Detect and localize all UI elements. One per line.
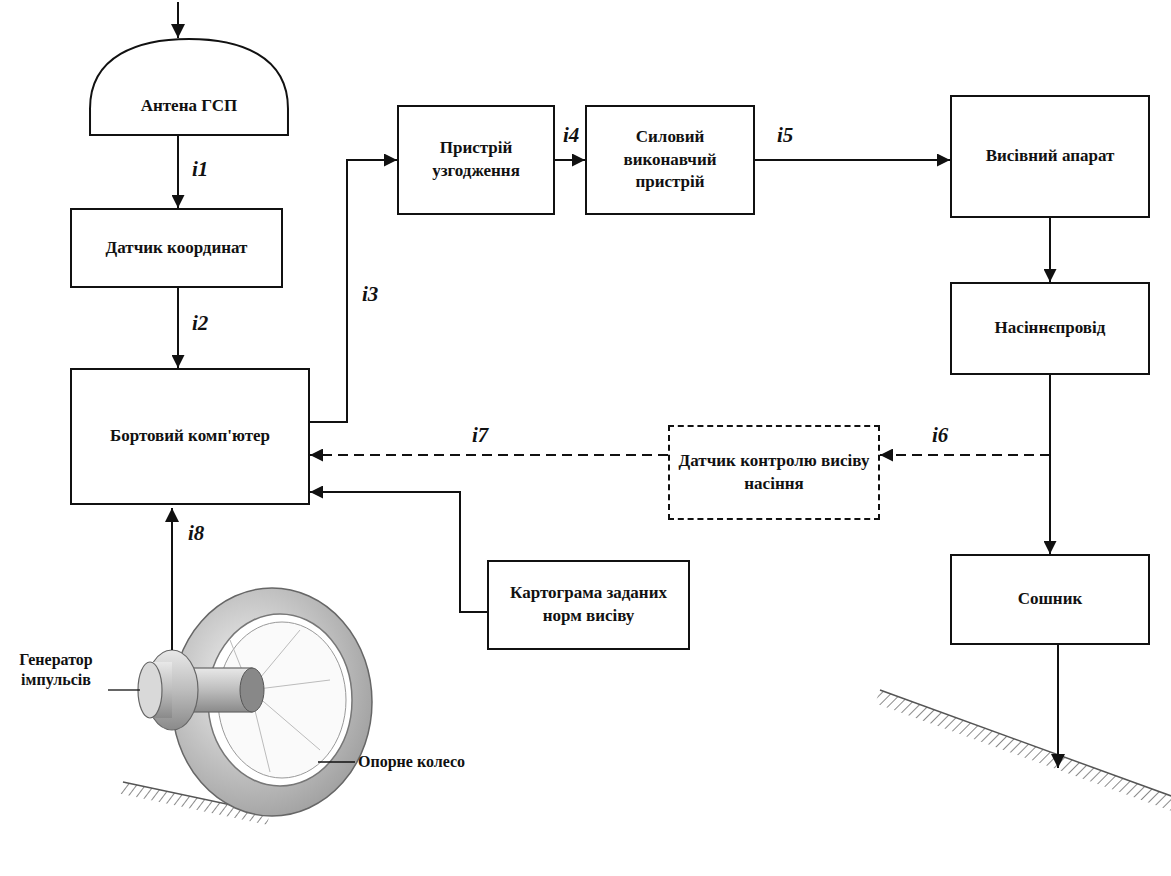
signal-label: i5 (775, 124, 795, 147)
signal-label: i7 (470, 424, 490, 447)
signal-arrow (310, 492, 487, 612)
dashed-arrow (310, 454, 668, 456)
signal-label: i3 (360, 283, 380, 306)
process-box: Бортовий комп'ютер (70, 368, 310, 505)
process-box: Силовий виконавчий пристрій (585, 105, 755, 215)
dashed-arrow (880, 454, 1050, 456)
leader-line (318, 761, 355, 762)
signal-label: i4 (561, 124, 581, 147)
node-text: Датчик координат (98, 233, 256, 264)
node-text: Пристрій узгодження (399, 133, 553, 187)
node-text: Антена ГСП (133, 91, 246, 122)
output-arrow (1057, 645, 1059, 768)
signal-label: i2 (190, 312, 210, 335)
node-text: Картограма заданих норм висіву (489, 578, 688, 632)
node-text: Силовий виконавчий пристрій (587, 122, 753, 199)
pulse-generator (138, 650, 264, 730)
leader-line (108, 689, 140, 690)
signal-wire (171, 508, 173, 650)
part-label: Опорне колесо (358, 752, 465, 772)
node-text: Висівний апарат (978, 141, 1123, 172)
signal-label: i8 (186, 522, 206, 545)
soil-hatch (875, 690, 1171, 813)
process-box: Сошник (950, 554, 1150, 645)
node-text: Насіннєпровід (987, 313, 1114, 344)
process-box: Пристрій узгодження (397, 105, 555, 215)
node-text: Бортовий комп'ютер (102, 421, 278, 452)
signal-arrow (177, 288, 179, 368)
signal-label: i6 (930, 424, 950, 447)
node-text: Датчик контролю висіву насіння (670, 446, 878, 500)
signal-arrow (755, 159, 950, 161)
signal-arrow (555, 159, 585, 161)
process-box: Датчик координат (70, 208, 283, 288)
part-label: Генератор імпульсів (4, 650, 108, 690)
process-box: Висівний апарат (950, 95, 1150, 218)
input-arrow (177, 2, 179, 38)
signal-arrow (310, 160, 397, 422)
signal-label: i1 (190, 158, 210, 181)
antenna-dome: Антена ГСП (88, 38, 290, 136)
process-box: Насіннєпровід (950, 282, 1150, 375)
antenna-outline (88, 38, 290, 136)
sensor-box: Датчик контролю висіву насіння (668, 425, 880, 520)
signal-arrow (1049, 218, 1051, 282)
signal-arrow (177, 136, 179, 208)
node-text: Сошник (1010, 584, 1091, 615)
map-box: Картограма заданих норм висіву (487, 560, 690, 650)
signal-arrow (1049, 375, 1051, 554)
support-wheel (172, 588, 372, 816)
